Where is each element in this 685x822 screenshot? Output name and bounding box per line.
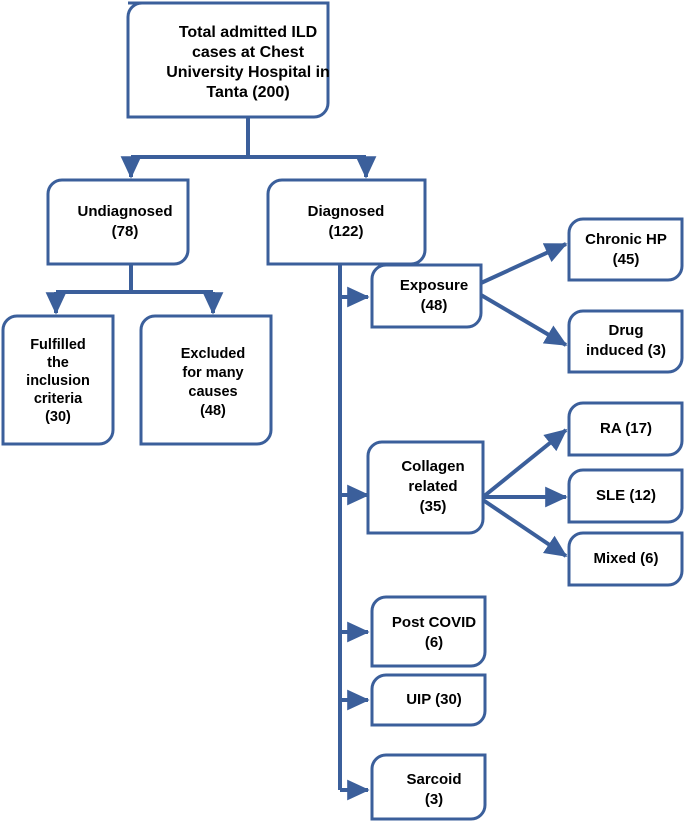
node-fulfilled-shape: [1, 314, 115, 446]
node-post-covid[interactable]: Post COVID (6): [370, 595, 487, 668]
node-undiagnosed-shape: [46, 178, 190, 266]
node-uip-line-0: UIP (30): [406, 691, 462, 708]
node-excluded-shape: [139, 314, 273, 446]
node-diagnosed[interactable]: Diagnosed (122): [266, 178, 427, 266]
node-collagen-line-2: (35): [420, 498, 447, 515]
node-total-admitted-line-3: Tanta (200): [206, 84, 289, 101]
node-exposure-shape: [370, 263, 483, 329]
node-post-covid-shape: [370, 595, 487, 668]
node-excluded-line-1: for many: [182, 365, 243, 381]
node-sarcoid-line-1: (3): [425, 791, 443, 808]
node-drug-induced[interactable]: Drug induced (3): [567, 309, 684, 374]
connector-collagen-to-mixed: [481, 498, 568, 558]
node-fulfilled-inclusion-criteria[interactable]: Fulfilled the inclusion criteria (30): [1, 314, 115, 446]
node-sarcoid-shape: [370, 753, 487, 821]
node-sle-line-0: SLE (12): [596, 487, 656, 504]
node-ra-line-0: RA (17): [600, 420, 652, 437]
node-sle[interactable]: SLE (12): [567, 468, 684, 524]
node-post-covid-line-0: Post COVID: [392, 614, 476, 631]
node-excluded-line-0: Excluded: [181, 346, 245, 362]
node-sarcoid[interactable]: Sarcoid (3): [370, 753, 487, 821]
node-uip-shape: [370, 673, 487, 727]
node-sle-shape: [567, 468, 684, 524]
node-uip[interactable]: UIP (30): [370, 673, 487, 727]
node-exposure-line-0: Exposure: [400, 277, 468, 294]
node-drug-induced-line-1: induced (3): [586, 342, 666, 359]
node-diagnosed-line-1: (122): [328, 223, 363, 240]
node-excluded-line-2: causes: [188, 384, 237, 400]
node-mixed-shape: [567, 531, 684, 587]
node-undiagnosed[interactable]: Undiagnosed (78): [46, 178, 190, 266]
node-fulfilled-line-1: the: [47, 355, 69, 371]
node-total-admitted-line-2: University Hospital in: [166, 64, 330, 81]
node-total-admitted-shape: [126, 1, 330, 119]
node-collagen-related[interactable]: Collagen related (35): [366, 440, 485, 535]
node-mixed-line-0: Mixed (6): [593, 550, 658, 567]
node-chronic-hp-line-1: (45): [613, 251, 640, 268]
node-total-admitted[interactable]: Total admitted ILD cases at Chest Univer…: [126, 1, 330, 119]
node-collagen-line-0: Collagen: [401, 458, 464, 475]
connector-collagen-to-ra: [481, 428, 568, 499]
node-fulfilled-line-0: Fulfilled: [30, 337, 86, 353]
node-collagen-shape: [366, 440, 485, 535]
node-ra[interactable]: RA (17): [567, 401, 684, 457]
node-chronic-hp[interactable]: Chronic HP (45): [567, 217, 684, 282]
node-excluded-line-3: (48): [200, 403, 226, 419]
node-undiagnosed-line-1: (78): [112, 223, 139, 240]
node-excluded-many-causes[interactable]: Excluded for many causes (48): [139, 314, 273, 446]
connector-exposure-to-chronic-hp: [480, 242, 568, 285]
node-post-covid-line-1: (6): [425, 634, 443, 651]
node-mixed[interactable]: Mixed (6): [567, 531, 684, 587]
node-undiagnosed-line-0: Undiagnosed: [77, 203, 172, 220]
node-exposure-line-1: (48): [421, 297, 448, 314]
node-drug-induced-line-0: Drug: [609, 322, 644, 339]
node-chronic-hp-line-0: Chronic HP: [585, 231, 667, 248]
node-collagen-line-1: related: [408, 478, 457, 495]
node-fulfilled-line-4: (30): [45, 409, 71, 425]
node-fulfilled-line-3: criteria: [34, 391, 83, 407]
connector-exposure-to-drug-induced: [479, 293, 568, 347]
node-total-admitted-line-1: cases at Chest: [192, 44, 305, 61]
node-drug-induced-shape: [567, 309, 684, 374]
node-ra-shape: [567, 401, 684, 457]
node-chronic-hp-shape: [567, 217, 684, 282]
node-diagnosed-line-0: Diagnosed: [308, 203, 385, 220]
node-exposure[interactable]: Exposure (48): [370, 263, 483, 329]
node-fulfilled-line-2: inclusion: [26, 373, 90, 389]
node-total-admitted-line-0: Total admitted ILD: [179, 24, 317, 41]
node-sarcoid-line-0: Sarcoid: [406, 771, 461, 788]
